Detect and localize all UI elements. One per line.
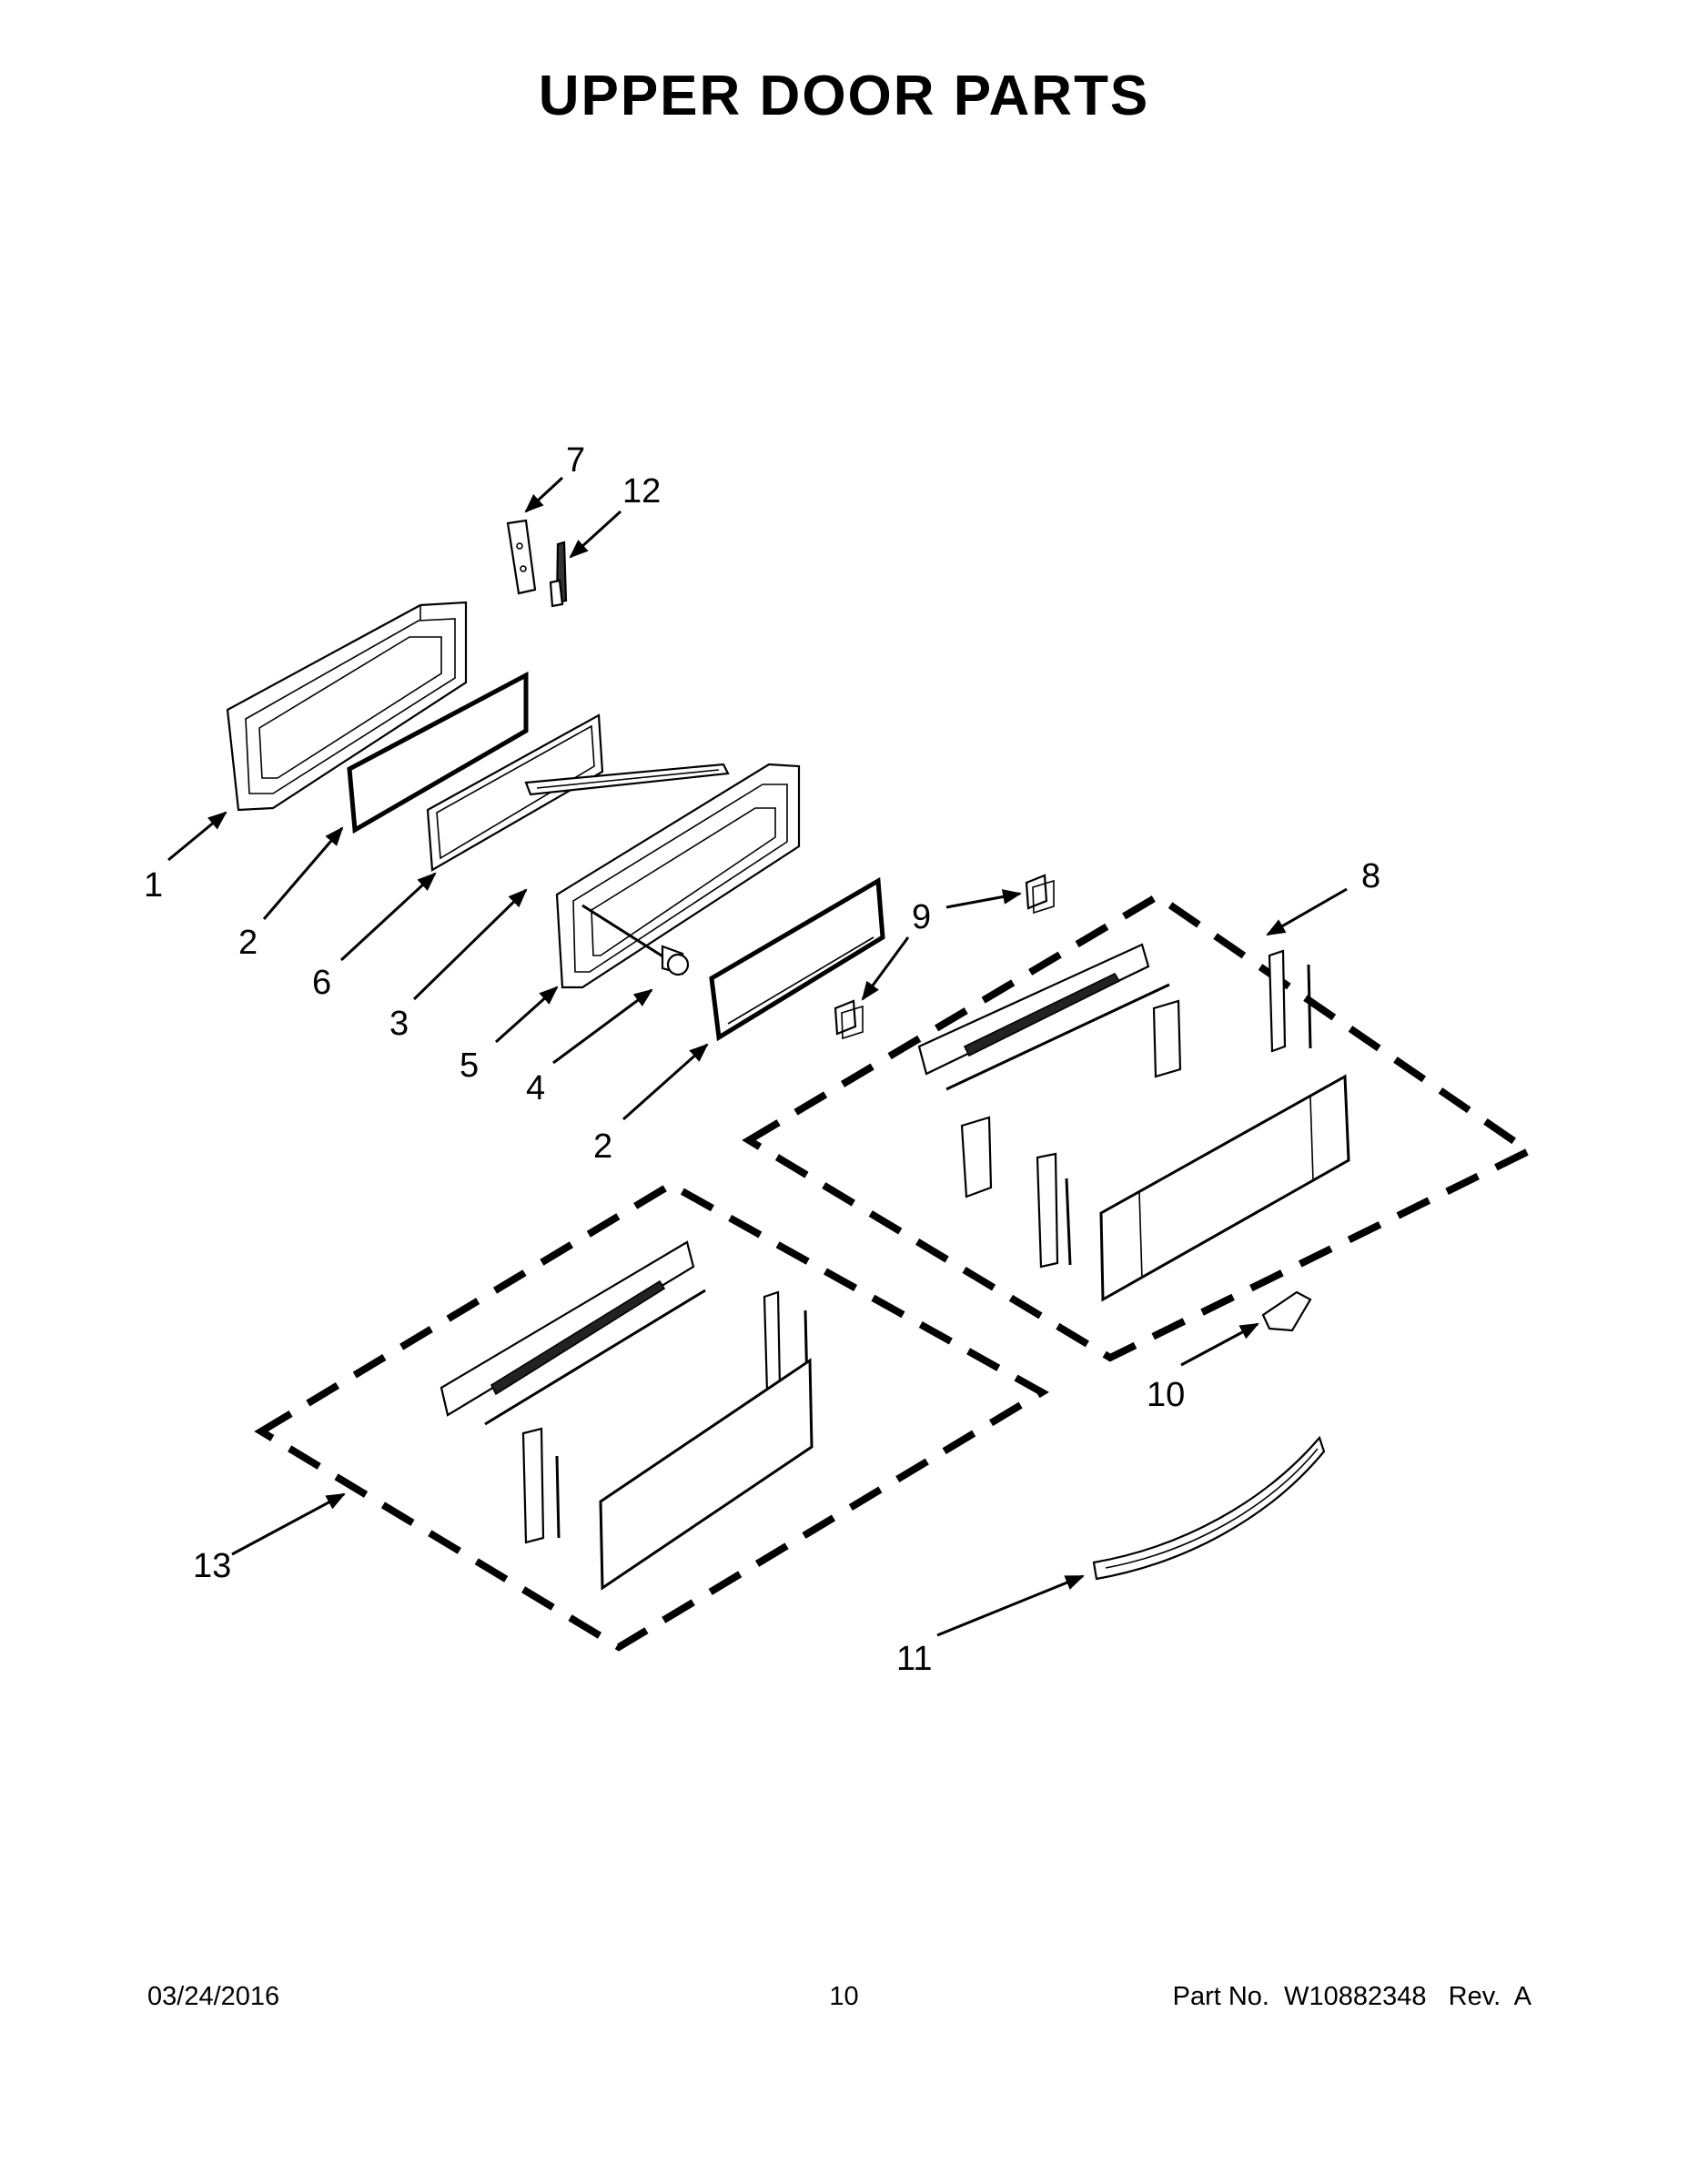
footer-page-number: 10 xyxy=(829,1982,859,2011)
callout-13: 13 xyxy=(193,1547,231,1585)
callout-4: 4 xyxy=(526,1069,545,1107)
callout-2-lower: 2 xyxy=(593,1127,612,1166)
part-2-glass-lower xyxy=(709,876,885,1042)
part-8-kit-components xyxy=(917,943,1350,1302)
page-title: UPPER DOOR PARTS xyxy=(538,65,1150,127)
part-9-clip-upper xyxy=(1025,874,1055,915)
part-8-kit-outline xyxy=(742,892,1536,1362)
footer-date: 03/24/2016 xyxy=(147,1982,280,2011)
callout-11: 11 xyxy=(896,1640,932,1678)
callout-9: 9 xyxy=(912,898,931,936)
part-1-outer-door-frame xyxy=(226,601,468,812)
part-13-kit-outline xyxy=(254,1180,1049,1652)
callout-8: 8 xyxy=(1361,857,1380,895)
leader-lines xyxy=(167,476,1348,1637)
part-12-hinge-pin xyxy=(549,541,568,608)
callout-7: 7 xyxy=(566,441,585,480)
callout-6: 6 xyxy=(312,964,331,1002)
part-7-hinge-bracket xyxy=(506,519,537,595)
callout-10: 10 xyxy=(1147,1376,1185,1414)
part-3-trim-strip xyxy=(524,763,730,796)
callout-12: 12 xyxy=(622,472,661,511)
part-11-door-handle xyxy=(1092,1435,1326,1581)
part-2-glass-upper xyxy=(347,671,529,834)
part-9-clip-lower xyxy=(834,999,864,1040)
part-5-inner-door-frame xyxy=(555,763,801,989)
part-10-handle-end-cap xyxy=(1261,1290,1312,1332)
callout-1: 1 xyxy=(144,866,163,905)
callout-labels: 1 2 6 3 5 4 2 7 12 9 8 10 13 11 xyxy=(144,441,1380,1678)
part-4-fastener xyxy=(581,904,690,976)
callout-3: 3 xyxy=(389,1005,409,1043)
callout-5: 5 xyxy=(460,1046,479,1085)
part-13-kit-components xyxy=(440,1240,814,1591)
callout-2-upper: 2 xyxy=(238,924,258,962)
footer-part-number: Part No. W10882348 Rev. A xyxy=(1172,1982,1531,2011)
part-6-glass-pack xyxy=(426,713,604,872)
